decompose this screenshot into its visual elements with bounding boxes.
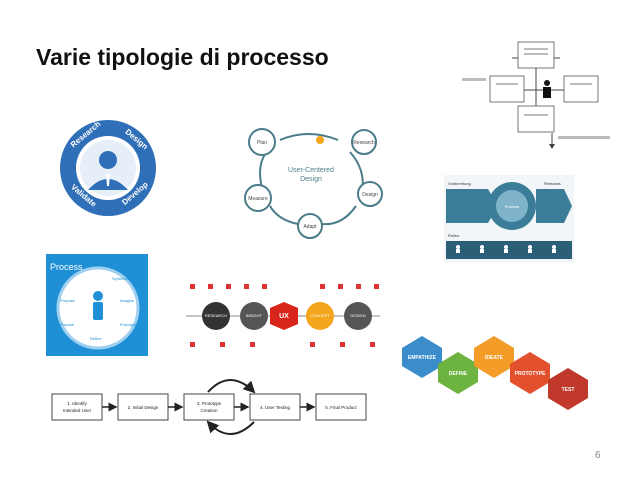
timeline-icons (190, 284, 379, 347)
design-thinking-hexagons: EMPATHIZE DEFINE IDEATE PROTOTYPE TEST (402, 336, 588, 410)
user-avatar-icon (88, 151, 128, 190)
scrum-process-panel: Vorbereitung Prozess Releases Rollen (444, 175, 574, 263)
user-centered-design-cycle: User-Centered Design Plan Research Desig… (244, 128, 383, 239)
research-design-timeline: RESEARCH INSIGHT UX CONCEPT DESIGN (186, 284, 380, 347)
person-icon (543, 80, 551, 98)
iso-ucd-diagram (462, 41, 610, 149)
flow-step-3-line1: 3. Prototype (197, 401, 222, 406)
timeline-stage-concept: CONCEPT (310, 313, 330, 318)
hex-prototype: PROTOTYPE (515, 371, 546, 377)
progress-dot (316, 136, 324, 144)
process-panel-title: Process (50, 262, 83, 272)
timeline-stage-ux: UX (279, 313, 289, 320)
process-item-propose: Propose (60, 298, 76, 303)
ucd-center-line2: Design (300, 176, 322, 183)
page-number: 6 (595, 450, 601, 461)
slide-title: Varie tipologie di processo (36, 44, 329, 70)
flow-step-4: 4. User Testing (260, 405, 290, 410)
hex-empathize: EMPATHIZE (408, 355, 437, 361)
roles-right-label: Releases (544, 181, 561, 186)
research-design-develop-validate-wheel: Research Design Develop Validate (60, 119, 156, 216)
ucd-node-plan: Plan (257, 140, 267, 146)
flow-step-2: 2. Initial Design (128, 405, 159, 410)
design-process-flow: 1. Identify Intended User 2. Initial Des… (51, 379, 367, 435)
flow-step-1-line1: 1. Identify (67, 401, 87, 406)
process-panel: Process Synthesize Propose Imagine Proto… (46, 254, 148, 356)
flow-step-1-line2: Intended User (63, 408, 92, 413)
process-item-imagine: Imagine (120, 298, 135, 303)
ucd-node-research: Research (353, 140, 375, 146)
roles-left-label: Vorbereitung (448, 181, 471, 186)
roles-center-label: Prozess (505, 204, 519, 209)
roles-row-label: Rollen (448, 233, 459, 238)
ucd-node-adapt: Adapt (303, 224, 317, 230)
process-item-synthesize: Synthesize (112, 276, 132, 281)
timeline-stage-research: RESEARCH (205, 313, 227, 318)
ucd-node-measure: Measure (248, 196, 268, 202)
process-item-refine: Refine (90, 336, 102, 341)
ucd-node-design: Design (362, 192, 378, 198)
team-role-icons (456, 245, 556, 253)
ucd-center-line1: User-Centered (288, 167, 334, 174)
hex-test: TEST (562, 387, 575, 393)
flow-step-5: 5. Final Product (325, 405, 357, 410)
timeline-stage-insight: INSIGHT (246, 313, 263, 318)
process-item-prototype: Prototype (120, 322, 138, 327)
flow-step-3-line2: Creation (200, 408, 218, 413)
process-item-prepare: Prepare (60, 322, 75, 327)
hex-ideate: IDEATE (485, 355, 504, 361)
hex-define: DEFINE (449, 371, 468, 377)
timeline-stage-design: DESIGN (350, 313, 365, 318)
person-icon (93, 291, 103, 320)
